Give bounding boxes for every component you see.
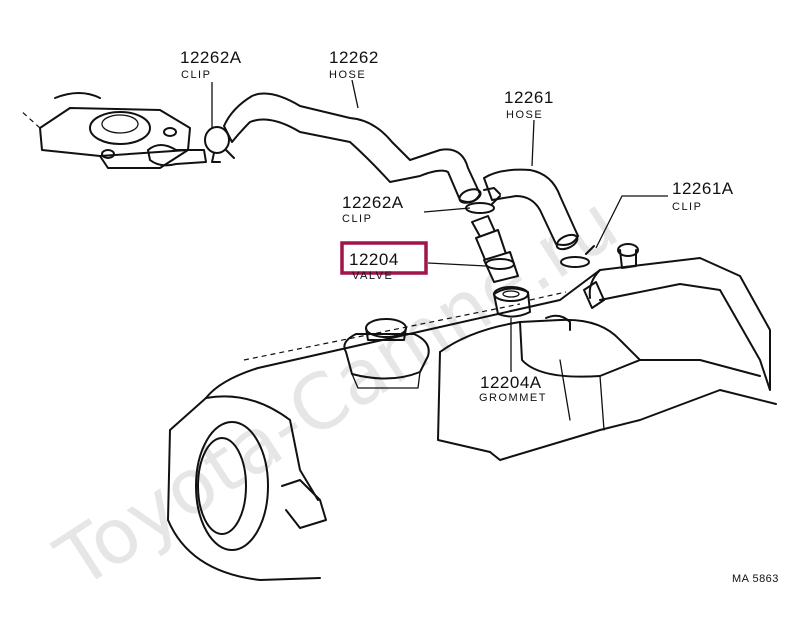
grommet-12204a: [493, 286, 531, 318]
part-number: 12204A: [480, 373, 542, 392]
part-name: HOSE: [329, 69, 366, 81]
label-12262: 12262 HOSE: [329, 48, 379, 81]
part-number: 12261A: [672, 179, 734, 198]
label-12204: 12204 VALVE: [340, 241, 428, 282]
part-name: HOSE: [506, 109, 543, 121]
hose-12262: [223, 92, 482, 204]
clip-12262a-upper: [204, 126, 235, 163]
part-name: VALVE: [352, 270, 393, 282]
part-number: 12262: [329, 48, 379, 67]
part-name: GROMMET: [479, 392, 547, 404]
part-number: 12262A: [180, 48, 242, 67]
label-12204a: 12204A GROMMET: [479, 373, 547, 404]
label-12262a-upper: 12262A CLIP: [180, 48, 242, 81]
clip-12261a: [560, 245, 595, 268]
part-number: 12204: [349, 250, 399, 269]
engine-cover-drawing: [167, 243, 777, 581]
part-name: CLIP: [342, 213, 372, 225]
part-name: CLIP: [181, 69, 211, 81]
leader-lines: [211, 79, 668, 372]
clip-12261-small: [483, 187, 501, 195]
part-number: 12261: [504, 88, 554, 107]
label-12261a: 12261A CLIP: [672, 179, 734, 213]
diagram-code: MA 5863: [732, 573, 779, 585]
intake-manifold-drawing: [19, 92, 207, 169]
pcv-valve-12204: [471, 215, 519, 283]
highlight-box: [340, 241, 428, 275]
hose-12261: [483, 168, 579, 251]
part-number: 12262A: [342, 193, 404, 212]
label-12262a-lower: 12262A CLIP: [342, 193, 404, 225]
label-12261: 12261 HOSE: [504, 88, 554, 121]
part-name: CLIP: [672, 201, 702, 213]
